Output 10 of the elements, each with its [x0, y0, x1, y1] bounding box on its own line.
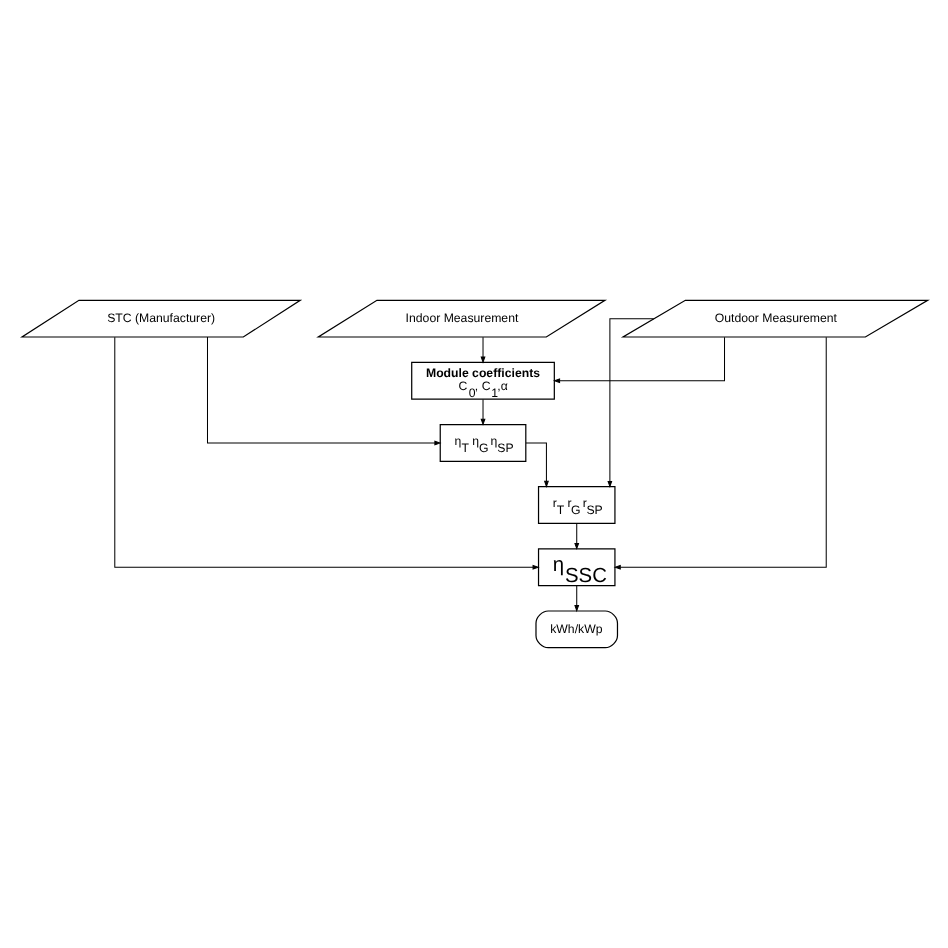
arrow [573, 523, 579, 551]
arrow [573, 585, 579, 613]
arrow [606, 318, 654, 489]
arrow [479, 398, 485, 426]
arrow [206, 336, 441, 446]
arrow [551, 336, 725, 384]
arrow [113, 336, 539, 570]
arrow [479, 336, 485, 364]
arrow [524, 442, 548, 488]
arrow [612, 336, 826, 570]
